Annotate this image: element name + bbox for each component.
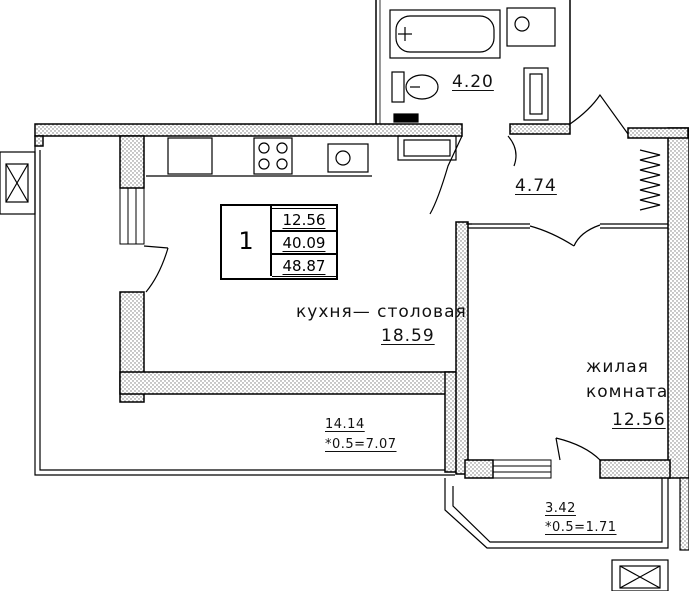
living-name-line2: комната [586, 382, 669, 402]
bathroom-area: 4.20 [452, 72, 494, 92]
bathroom-door [393, 113, 419, 123]
kitchen-counter [146, 135, 457, 177]
balcony-door [555, 437, 601, 461]
loggia-large-coef: *0.5=7.07 [325, 437, 397, 452]
partition-lines [468, 223, 668, 229]
living-name-line1: жилая [586, 357, 649, 377]
bathtub [389, 9, 501, 59]
hall-doors [429, 93, 629, 247]
kitchen-name: кухня— столовая [296, 302, 467, 322]
bathroom-sink [506, 7, 556, 47]
wardrobe-zigzag [639, 149, 661, 211]
exterior-walls [34, 123, 689, 479]
total-area-value: 40.09 [272, 231, 337, 254]
ac-unit-bottom [611, 559, 669, 591]
living-window [492, 459, 552, 479]
washer [523, 67, 549, 121]
loggia-small-coef: *0.5=1.71 [545, 520, 617, 535]
apartment-number: 1 [222, 206, 272, 276]
kitchen-area: 18.59 [381, 326, 435, 346]
hall-area: 4.74 [515, 176, 557, 196]
kitchen-door [143, 245, 169, 293]
toilet [391, 71, 439, 103]
total-with-balcony-value: 48.87 [272, 254, 337, 277]
loggia-large-outline [34, 145, 455, 476]
loggia-small-outline [444, 478, 669, 549]
kitchen-window [119, 187, 145, 245]
loggia-large-area: 14.14 [325, 417, 365, 432]
living-area-value: 12.56 [272, 208, 337, 231]
loggia-small-area: 3.42 [545, 501, 576, 516]
ac-unit-left [0, 151, 36, 215]
living-area: 12.56 [612, 410, 666, 430]
loggia-small-wall [679, 477, 689, 551]
bathroom-walls [375, 0, 571, 124]
apartment-info-box: 1 12.56 40.09 48.87 [220, 204, 338, 280]
